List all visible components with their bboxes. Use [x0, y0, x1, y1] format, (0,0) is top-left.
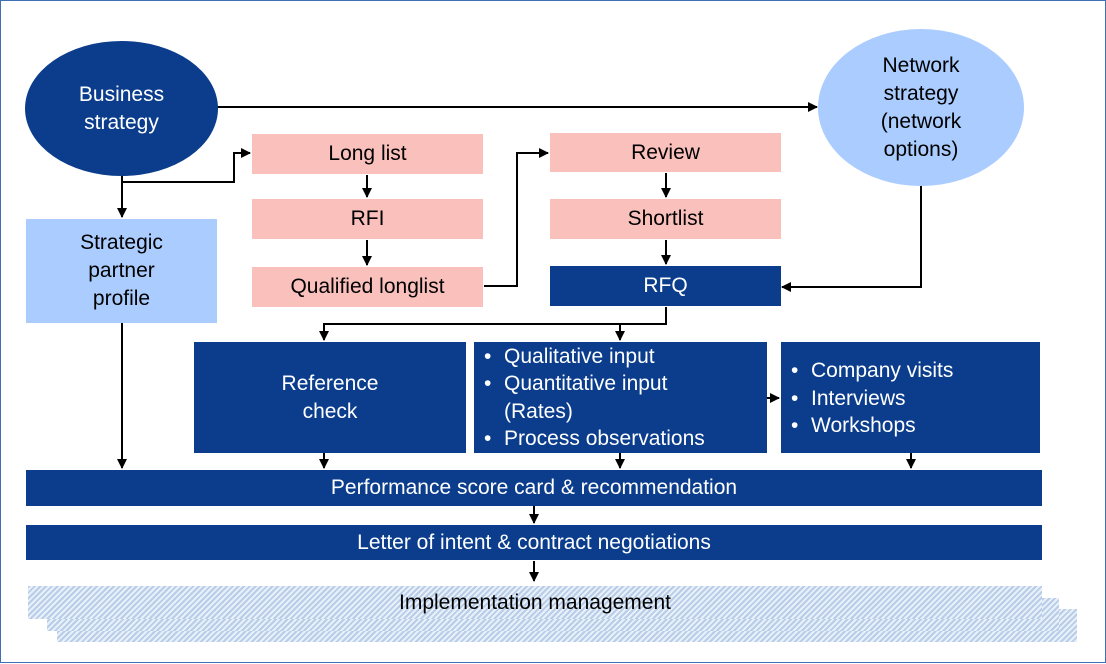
long-list-box: Long list — [252, 134, 483, 174]
performance-scorecard-label: Performance score card & recommendation — [330, 476, 738, 499]
review-box: Review — [550, 133, 781, 172]
shortlist-box: Shortlist — [550, 199, 781, 239]
review-label: Review — [631, 140, 700, 164]
strategic-partner-profile-label: Strategic partner profile — [80, 231, 163, 310]
long-list-label: Long list — [328, 142, 407, 165]
arrow-qualified-to-review — [484, 148, 549, 287]
arrow-business-to-longlist — [122, 148, 251, 183]
shortlist-label: Shortlist — [627, 207, 704, 230]
input-item: Process observations — [474, 425, 705, 453]
business-strategy-label: Business strategy — [78, 82, 165, 134]
visit-item: Company visits — [781, 357, 953, 385]
rfq-label: RFQ — [643, 274, 688, 297]
arrow-rfq-to-reference — [319, 307, 667, 341]
inputs-list: Qualitative input Quantitative input (Ra… — [474, 343, 705, 453]
arrow-network-to-rfq — [781, 186, 922, 292]
letter-of-intent-label: Letter of intent & contract negotiations — [357, 530, 711, 554]
visit-item: Interviews — [781, 385, 953, 413]
input-item: Qualitative input — [474, 343, 705, 371]
rfi-label: RFI — [350, 207, 385, 230]
network-strategy-label: Network strategy (network options) — [880, 53, 962, 161]
strategic-partner-profile-box: Strategic partner profile — [26, 219, 217, 323]
qualified-longlist-label: Qualified longlist — [290, 275, 445, 298]
visit-item: Workshops — [781, 412, 953, 440]
performance-scorecard-bar: Performance score card & recommendation — [26, 470, 1042, 506]
qualified-longlist-box: Qualified longlist — [252, 267, 483, 307]
rfi-box: RFI — [252, 199, 483, 239]
input-item: Quantitative input (Rates) — [474, 370, 705, 425]
visits-box: Company visits Interviews Workshops — [781, 342, 1040, 453]
visits-list: Company visits Interviews Workshops — [781, 357, 953, 440]
implementation-management-label: Implementation management — [399, 590, 671, 614]
implementation-management-box: Implementation management — [28, 586, 1042, 619]
inputs-box: Qualitative input Quantitative input (Ra… — [474, 342, 767, 453]
reference-check-box: Reference check — [194, 342, 466, 453]
business-strategy-node: Business strategy — [25, 41, 218, 176]
reference-check-label: Reference check — [281, 371, 379, 423]
letter-of-intent-bar: Letter of intent & contract negotiations — [26, 525, 1042, 560]
rfq-box: RFQ — [550, 266, 781, 306]
network-strategy-node: Network strategy (network options) — [818, 29, 1024, 186]
